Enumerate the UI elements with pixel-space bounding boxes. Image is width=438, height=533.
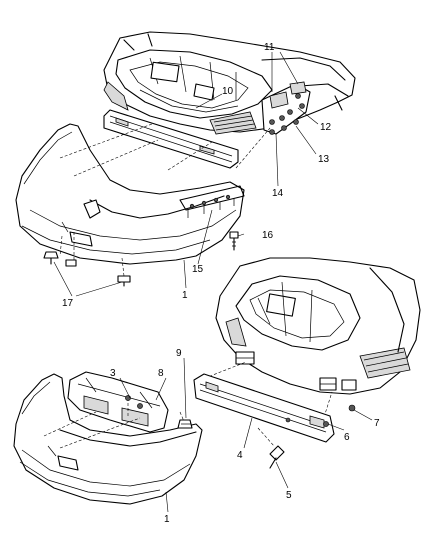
callout-8: 8 bbox=[158, 368, 164, 379]
callout-6: 6 bbox=[344, 432, 350, 443]
bolt-5 bbox=[269, 445, 285, 469]
callout-14: 14 bbox=[272, 188, 284, 199]
push-pin-fasteners bbox=[43, 251, 131, 287]
callout-4: 4 bbox=[237, 450, 243, 461]
callout-7: 7 bbox=[374, 418, 380, 429]
bolt-16 bbox=[229, 231, 239, 251]
energy-absorber bbox=[67, 371, 169, 433]
impact-bar-lower bbox=[193, 373, 335, 443]
leader-lines bbox=[53, 51, 373, 513]
rear-fascia-lower bbox=[13, 373, 203, 505]
callout-17: 17 bbox=[62, 298, 74, 309]
callout-10: 10 bbox=[222, 86, 234, 97]
callout-9: 9 bbox=[176, 348, 182, 359]
callout-11: 11 bbox=[264, 42, 275, 53]
callout-1-lower: 1 bbox=[164, 514, 170, 525]
clip-9 bbox=[177, 419, 193, 429]
rear-body-upper bbox=[103, 31, 356, 135]
callout-labels: 10 11 12 13 14 16 15 1 17 9 3 8 4 6 7 5 … bbox=[62, 42, 380, 525]
callout-13: 13 bbox=[318, 154, 330, 165]
callout-5: 5 bbox=[286, 490, 292, 501]
alignment-lines-upper bbox=[59, 123, 271, 277]
callout-3: 3 bbox=[110, 368, 116, 379]
upper-impact-bar bbox=[103, 109, 239, 169]
rear-fascia-upper bbox=[15, 123, 245, 265]
callout-1-upper: 1 bbox=[182, 290, 188, 301]
rear-body-lower bbox=[215, 257, 421, 395]
callout-16: 16 bbox=[262, 230, 274, 241]
callout-15: 15 bbox=[192, 264, 204, 275]
callout-12: 12 bbox=[320, 122, 332, 133]
bracket-cluster bbox=[261, 81, 311, 135]
